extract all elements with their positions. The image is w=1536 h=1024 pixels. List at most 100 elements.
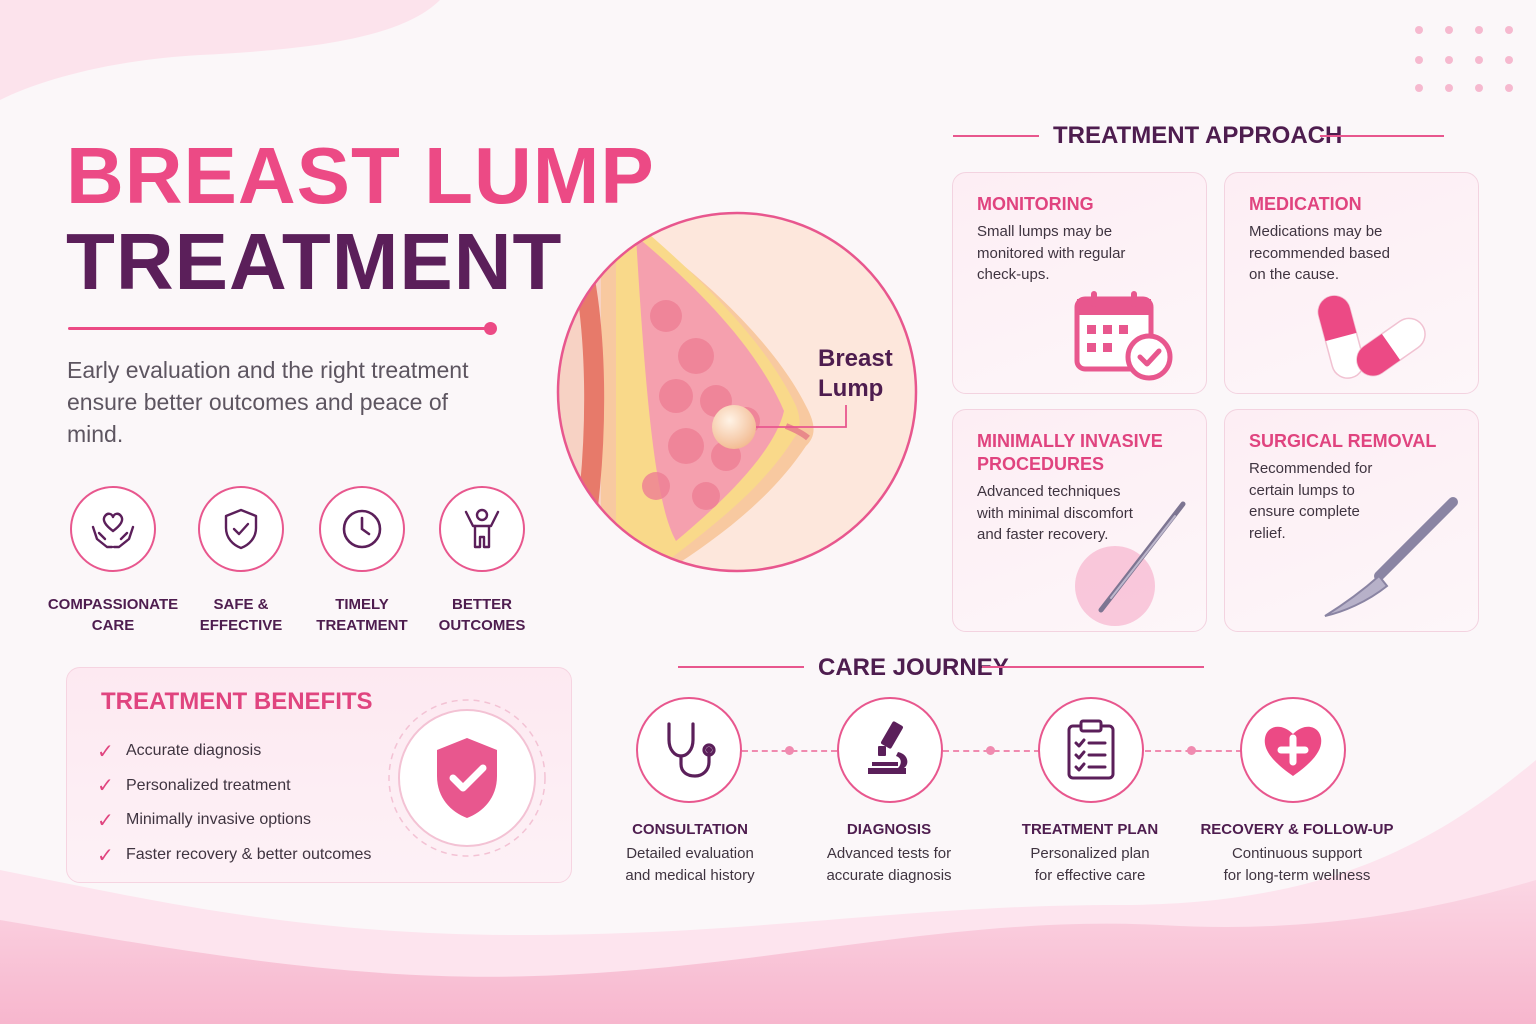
- microscope-icon: [837, 697, 943, 803]
- shield-check-icon: [388, 699, 546, 857]
- person-cheering-icon: [439, 486, 525, 572]
- feature-label-line: TREATMENT: [316, 617, 408, 634]
- step-text-line: Continuous support: [1231, 845, 1363, 862]
- page-title-line-2: TREATMENT: [66, 217, 563, 306]
- approach-card-minimally-invasive: MINIMALLY INVASIVE PROCEDURES Advanced t…: [952, 409, 1207, 632]
- step-text-line: Personalized plan: [1030, 845, 1150, 862]
- card-title-line: MINIMALLY INVASIVE: [977, 431, 1163, 451]
- page-title-line-1: BREAST LUMP: [66, 131, 655, 220]
- feature-safe-effective: SAFE & EFFECTIVE: [171, 486, 311, 636]
- card-text-line: certain lumps to: [1249, 481, 1355, 499]
- feature-label-line: SAFE &: [213, 596, 269, 613]
- approach-card-surgical-removal: SURGICAL REMOVAL Recommended for certain…: [1224, 409, 1479, 632]
- illustration-label-line: Lump: [818, 375, 884, 402]
- card-text: Recommended for certain lumps to ensure …: [1249, 458, 1372, 544]
- card-text: Medications may be recommended based on …: [1249, 221, 1390, 286]
- step-title: RECOVERY & FOLLOW-UP: [1200, 821, 1394, 838]
- benefit-item: ✓ Minimally invasive options: [97, 803, 371, 838]
- benefit-text: Accurate diagnosis: [126, 742, 262, 760]
- step-text-line: accurate diagnosis: [826, 866, 952, 884]
- approach-card-monitoring: MONITORING Small lumps may be monitored …: [952, 172, 1207, 394]
- title-divider: [68, 327, 492, 330]
- card-title: SURGICAL REMOVAL: [1249, 431, 1437, 451]
- step-text-line: for effective care: [1034, 866, 1146, 884]
- check-icon: ✓: [97, 740, 114, 763]
- step-title: CONSULTATION: [632, 821, 748, 838]
- heart-hands-icon: [70, 486, 156, 572]
- feature-label-line: CARE: [91, 617, 135, 634]
- step-text: Detailed evaluation and medical history: [580, 843, 800, 886]
- journey-dot: [785, 746, 794, 755]
- shield-check-icon: [198, 486, 284, 572]
- card-text-line: Small lumps may be: [977, 223, 1113, 240]
- breast-anatomy-illustration: [556, 211, 918, 573]
- feature-label-line: EFFECTIVE: [199, 617, 283, 634]
- journey-heading: CARE JOURNEY: [818, 654, 1009, 681]
- card-text-line: Medications may be: [1249, 223, 1383, 240]
- journey-heading-line-right: [982, 666, 1204, 668]
- card-text-line: relief.: [1249, 524, 1286, 542]
- feature-label-line: BETTER: [452, 596, 512, 613]
- benefit-text: Personalized treatment: [126, 776, 291, 794]
- approach-heading-line-left: [953, 135, 1039, 137]
- benefit-item: ✓ Personalized treatment: [97, 769, 371, 804]
- card-text: Advanced techniques with minimal discomf…: [977, 481, 1133, 546]
- card-title-line: PROCEDURES: [977, 454, 1105, 474]
- check-icon: ✓: [97, 844, 114, 867]
- check-icon: ✓: [97, 775, 114, 798]
- benefits-card: TREATMENT BENEFITS ✓ Accurate diagnosis ✓…: [66, 667, 572, 883]
- approach-heading-line-right: [1320, 135, 1444, 137]
- benefits-heading: TREATMENT BENEFITS: [101, 688, 373, 715]
- card-text-line: Recommended for: [1249, 460, 1373, 477]
- benefit-item: ✓ Faster recovery & better outcomes: [97, 838, 371, 873]
- benefit-item: ✓ Accurate diagnosis: [97, 734, 371, 769]
- step-title: TREATMENT PLAN: [1021, 821, 1159, 838]
- step-text: Continuous support for long-term wellness: [1187, 843, 1407, 886]
- step-text-line: and medical history: [625, 866, 755, 884]
- feature-compassionate-care: COMPASSIONATE CARE: [43, 486, 183, 636]
- illustration-label-line: Breast: [818, 345, 893, 372]
- illustration-label: Breast Lump: [818, 344, 893, 404]
- card-title: MEDICATION: [1249, 194, 1362, 214]
- card-title: MINIMALLY INVASIVE PROCEDURES: [977, 430, 1163, 476]
- card-title: MONITORING: [977, 194, 1094, 214]
- feature-label-line: TIMELY: [335, 596, 389, 613]
- pills-icon: [1317, 295, 1426, 379]
- journey-heading-line-left: [678, 666, 804, 668]
- title-divider-dot: [484, 322, 497, 335]
- card-text-line: Advanced techniques: [977, 483, 1121, 500]
- benefit-text: Minimally invasive options: [126, 811, 311, 829]
- feature-timely-treatment: TIMELY TREATMENT: [292, 486, 432, 636]
- approach-heading: TREATMENT APPROACH: [1053, 122, 1343, 149]
- card-text-line: monitored with regular: [977, 244, 1126, 262]
- clipboard-icon: [1038, 697, 1144, 803]
- card-text: Small lumps may be monitored with regula…: [977, 221, 1125, 286]
- card-text-line: check-ups.: [977, 266, 1050, 283]
- scalpel-icon: [1324, 497, 1458, 617]
- card-text-line: ensure complete: [1249, 503, 1360, 520]
- clock-icon: [319, 486, 405, 572]
- step-text-line: for long-term wellness: [1223, 866, 1371, 884]
- journey-dot: [986, 746, 995, 755]
- check-icon: ✓: [97, 809, 114, 832]
- feature-better-outcomes: BETTER OUTCOMES: [412, 486, 552, 636]
- intro-text: Early evaluation and the right treatment…: [67, 357, 469, 447]
- feature-label-line: OUTCOMES: [438, 617, 526, 634]
- step-text-line: Detailed evaluation: [626, 845, 754, 862]
- step-text: Personalized plan for effective care: [980, 843, 1200, 886]
- stethoscope-icon: [636, 697, 742, 803]
- card-text-line: with minimal discomfort: [977, 504, 1133, 522]
- decorative-dot-grid: [1415, 26, 1515, 96]
- card-text-line: on the cause.: [1249, 266, 1340, 283]
- step-title: DIAGNOSIS: [846, 821, 932, 838]
- feature-label-line: COMPASSIONATE: [47, 596, 179, 613]
- approach-card-medication: MEDICATION Medications may be recommende…: [1224, 172, 1479, 394]
- heart-plus-icon: [1240, 697, 1346, 803]
- card-text-line: and faster recovery.: [977, 526, 1109, 543]
- calendar-check-icon: [1074, 291, 1173, 381]
- benefit-text: Faster recovery & better outcomes: [126, 846, 372, 864]
- needle-icon: [1075, 501, 1186, 626]
- card-text-line: recommended based: [1249, 244, 1390, 262]
